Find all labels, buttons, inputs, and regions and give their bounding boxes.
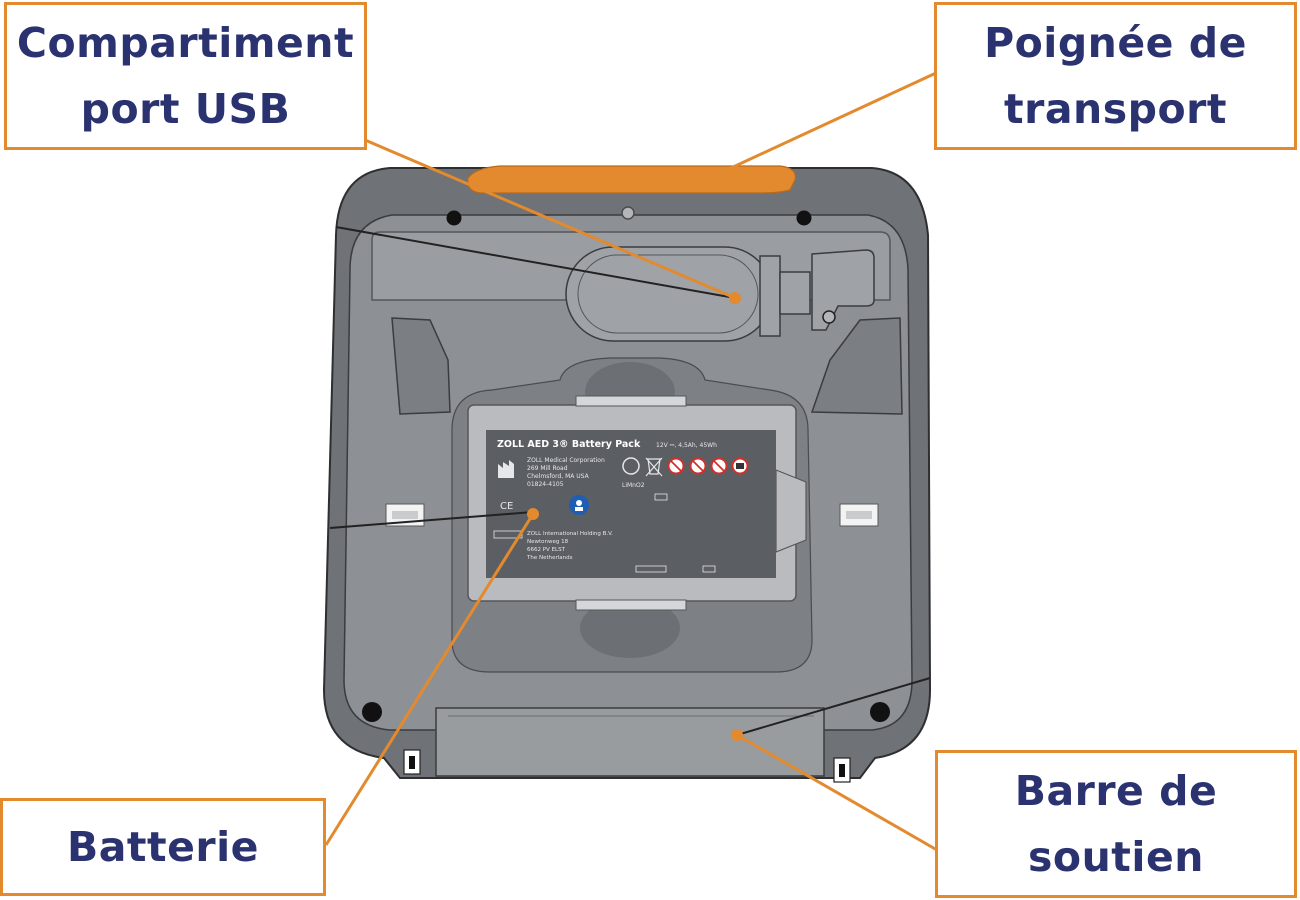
screw-bottom-left [362, 702, 382, 722]
battery-label-rating: 12V ⎓, 4,5Ah, 45Wh [656, 442, 717, 449]
leader-line-battery [324, 513, 535, 846]
small-marking-box-3 [702, 565, 716, 573]
leader-line-usb-black [335, 226, 736, 299]
support-bar [435, 707, 825, 777]
callout-usb-line-2: port USB [80, 85, 291, 133]
rep-line-4: The Netherlands [526, 555, 573, 561]
rep-line-1: ZOLL International Holding B.V. [527, 531, 613, 537]
leader-dot-handle [712, 168, 724, 180]
bottom-thumb-recess [580, 598, 680, 658]
leader-line-battery-black [329, 511, 534, 529]
callout-usb-line-1: Compartiment [16, 19, 355, 67]
rep-line-2: Newtonweg 18 [527, 539, 569, 545]
left-side-grip [391, 317, 451, 415]
battery-tab [775, 469, 807, 553]
leader-line-bar-black [736, 677, 931, 736]
manufacturer-line-3: Chelmsford, MA USA [527, 473, 590, 480]
usb-compartment-inner [577, 254, 759, 334]
usb-cover-screw [822, 310, 836, 324]
manufacturer-line-4: 01824-4105 [527, 481, 564, 488]
usb-cover-latch [779, 271, 811, 315]
leader-line-usb [364, 138, 736, 300]
screw-top-left [446, 210, 462, 226]
screw-bottom-right [870, 702, 890, 722]
callout-bar-line-1: Barre de [1014, 767, 1218, 815]
callout-bar-line-2: soutien [1028, 833, 1204, 881]
manufacturer-icon [498, 460, 514, 478]
battery-latch-bottom [575, 599, 687, 611]
leader-dot-battery [527, 508, 539, 520]
usb-cover-flap [811, 249, 875, 331]
callout-usb-compartment: Compartiment port USB [4, 2, 367, 150]
callout-handle-line-1: Poignée de [984, 19, 1247, 67]
callout-handle-line-2: transport [1004, 85, 1227, 133]
rep-line-3: 6662 PV ELST [527, 547, 566, 553]
manufacturer-line-1: ZOLL Medical Corporation [527, 457, 605, 464]
usb-compartment [565, 246, 773, 342]
ce-mark: CE [500, 501, 513, 512]
battery-latch-top [575, 395, 687, 407]
callout-support-bar: Barre de soutien [935, 750, 1297, 898]
callout-battery: Batterie [0, 798, 326, 896]
callout-battery-line-1: Batterie [66, 823, 259, 871]
right-side-grip [810, 317, 903, 415]
leader-dot-bar [731, 729, 743, 741]
usb-cover-hinge [759, 255, 781, 337]
battery-label-sticker [486, 430, 776, 578]
small-marking-box-2 [635, 565, 667, 573]
leader-line-bar [736, 733, 938, 852]
screw-top-right [796, 210, 812, 226]
leader-line-handle [717, 71, 937, 176]
weee-bin-icon [645, 457, 663, 477]
manufacturer-line-2: 269 Mill Road [527, 465, 568, 472]
recycle-icon [622, 457, 640, 475]
callout-carry-handle: Poignée de transport [934, 2, 1297, 150]
carry-handle [467, 165, 797, 194]
leader-dot-usb [729, 292, 741, 304]
warning-icons [667, 457, 749, 475]
battery-label-title: ZOLL AED 3® Battery Pack [497, 439, 641, 450]
top-center-stud [621, 206, 635, 220]
ec-rep-box [493, 530, 523, 539]
battery-chemistry: LiMnO2 [622, 482, 645, 489]
small-marking-box-1 [654, 493, 668, 501]
